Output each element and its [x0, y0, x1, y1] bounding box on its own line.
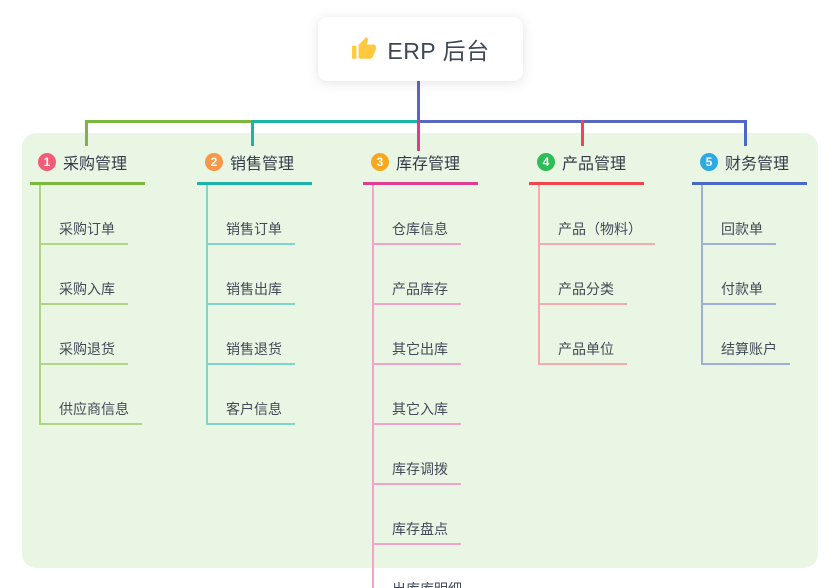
- mindmap-branch: 4 产品管理 产品（物料） 产品分类产品单位: [529, 146, 655, 365]
- mindmap-child-node[interactable]: 销售出库: [208, 245, 295, 305]
- child-node-label: 采购入库: [59, 281, 115, 297]
- branch-drop-line: [251, 120, 254, 146]
- child-node-label: 供应商信息: [59, 401, 129, 417]
- root-connector-line: [417, 81, 420, 122]
- child-node-label: 其它出库: [392, 341, 448, 357]
- root-node[interactable]: ERP 后台: [318, 17, 523, 81]
- bus-line-segment: [251, 120, 419, 123]
- child-node-label: 其它入库: [392, 401, 448, 417]
- branch-drop-line: [744, 120, 747, 146]
- child-node-label: 回款单: [721, 221, 763, 237]
- child-node-label: 销售订单: [226, 221, 282, 237]
- mindmap-child-node[interactable]: 回款单: [703, 185, 776, 245]
- mindmap-child-node[interactable]: 出库库明细: [374, 545, 475, 588]
- mindmap-child-node[interactable]: 产品库存: [374, 245, 461, 305]
- mindmap-branch: 1 采购管理 采购订单采购入库采购退货供应商信息: [30, 146, 145, 425]
- mindmap-child-node[interactable]: 仓库信息: [374, 185, 461, 245]
- branch-title-label: 财务管理: [725, 156, 790, 173]
- child-node-label: 库存调拨: [392, 461, 448, 477]
- child-node-label: 出库库明细: [392, 579, 462, 588]
- mindmap-branch: 2 销售管理 销售订单销售出库销售退货客户信息: [197, 146, 312, 425]
- branch-children: 采购订单采购入库采购退货供应商信息: [39, 185, 145, 425]
- child-node-label: 产品单位: [558, 341, 614, 357]
- mindmap-child-node[interactable]: 采购退货: [41, 305, 128, 365]
- branch-drop-line: [417, 120, 420, 151]
- branch-number-badge: 4: [537, 153, 555, 171]
- branch-number-badge: 5: [700, 153, 718, 171]
- child-node-label: 销售出库: [226, 281, 282, 297]
- mindmap-child-node[interactable]: 销售订单: [208, 185, 295, 245]
- branch-title-label: 产品管理: [562, 156, 627, 173]
- child-node-label: 结算账户: [721, 341, 777, 357]
- child-node-label: 采购退货: [59, 341, 115, 357]
- branch-title-label: 库存管理: [396, 156, 461, 173]
- branch-node[interactable]: 2 销售管理: [197, 146, 312, 185]
- branch-children: 仓库信息产品库存其它出库其它入库库存调拨库存盘点出库库明细: [372, 185, 478, 588]
- child-node-label: 采购订单: [59, 221, 115, 237]
- branch-number-badge: 1: [38, 153, 56, 171]
- branch-drop-line: [85, 120, 88, 146]
- child-node-label: 付款单: [721, 281, 763, 297]
- branch-title-label: 销售管理: [230, 156, 295, 173]
- child-node-label: 仓库信息: [392, 221, 448, 237]
- mindmap-child-node[interactable]: 其它出库: [374, 305, 461, 365]
- mindmap-child-node[interactable]: 结算账户: [703, 305, 790, 365]
- mindmap-child-node[interactable]: 产品（物料）: [540, 185, 655, 245]
- mindmap-child-node[interactable]: 付款单: [703, 245, 776, 305]
- mindmap-child-node[interactable]: 采购订单: [41, 185, 128, 245]
- branch-title-label: 采购管理: [63, 156, 128, 173]
- root-node-label: ERP 后台: [387, 38, 490, 64]
- mindmap-branch: 5 财务管理 回款单付款单结算账户: [692, 146, 807, 365]
- mindmap-child-node[interactable]: 库存调拨: [374, 425, 461, 485]
- child-node-label: 销售退货: [226, 341, 282, 357]
- branch-drop-line: [581, 120, 584, 146]
- branch-children: 产品（物料） 产品分类产品单位: [538, 185, 655, 365]
- branch-node[interactable]: 1 采购管理: [30, 146, 145, 185]
- branch-number-badge: 3: [371, 153, 389, 171]
- branch-node[interactable]: 3 库存管理: [363, 146, 478, 185]
- mindmap-child-node[interactable]: 库存盘点: [374, 485, 461, 545]
- branches-panel-background: [22, 133, 818, 568]
- bus-line-segment: [85, 120, 253, 123]
- mindmap-child-node[interactable]: 产品单位: [540, 305, 627, 365]
- mindmap-child-node[interactable]: 采购入库: [41, 245, 128, 305]
- branch-node[interactable]: 5 财务管理: [692, 146, 807, 185]
- mindmap-child-node[interactable]: 产品分类: [540, 245, 627, 305]
- branch-number-badge: 2: [205, 153, 223, 171]
- mindmap-child-node[interactable]: 销售退货: [208, 305, 295, 365]
- thumbs-up-icon: [352, 37, 377, 59]
- mindmap-child-node[interactable]: 供应商信息: [41, 365, 142, 425]
- mindmap-child-node[interactable]: 客户信息: [208, 365, 295, 425]
- branch-node[interactable]: 4 产品管理: [529, 146, 644, 185]
- branch-children: 回款单付款单结算账户: [701, 185, 807, 365]
- mindmap-branch: 3 库存管理 仓库信息产品库存其它出库其它入库库存调拨库存盘点出库库明细: [363, 146, 478, 588]
- branch-children: 销售订单销售出库销售退货客户信息: [206, 185, 312, 425]
- child-node-label: 库存盘点: [392, 521, 448, 537]
- child-node-label: 产品库存: [392, 281, 448, 297]
- child-node-label: 客户信息: [226, 401, 282, 417]
- child-node-label: 产品分类: [558, 281, 614, 297]
- child-node-label: 产品（物料）: [558, 221, 642, 237]
- mindmap-child-node[interactable]: 其它入库: [374, 365, 461, 425]
